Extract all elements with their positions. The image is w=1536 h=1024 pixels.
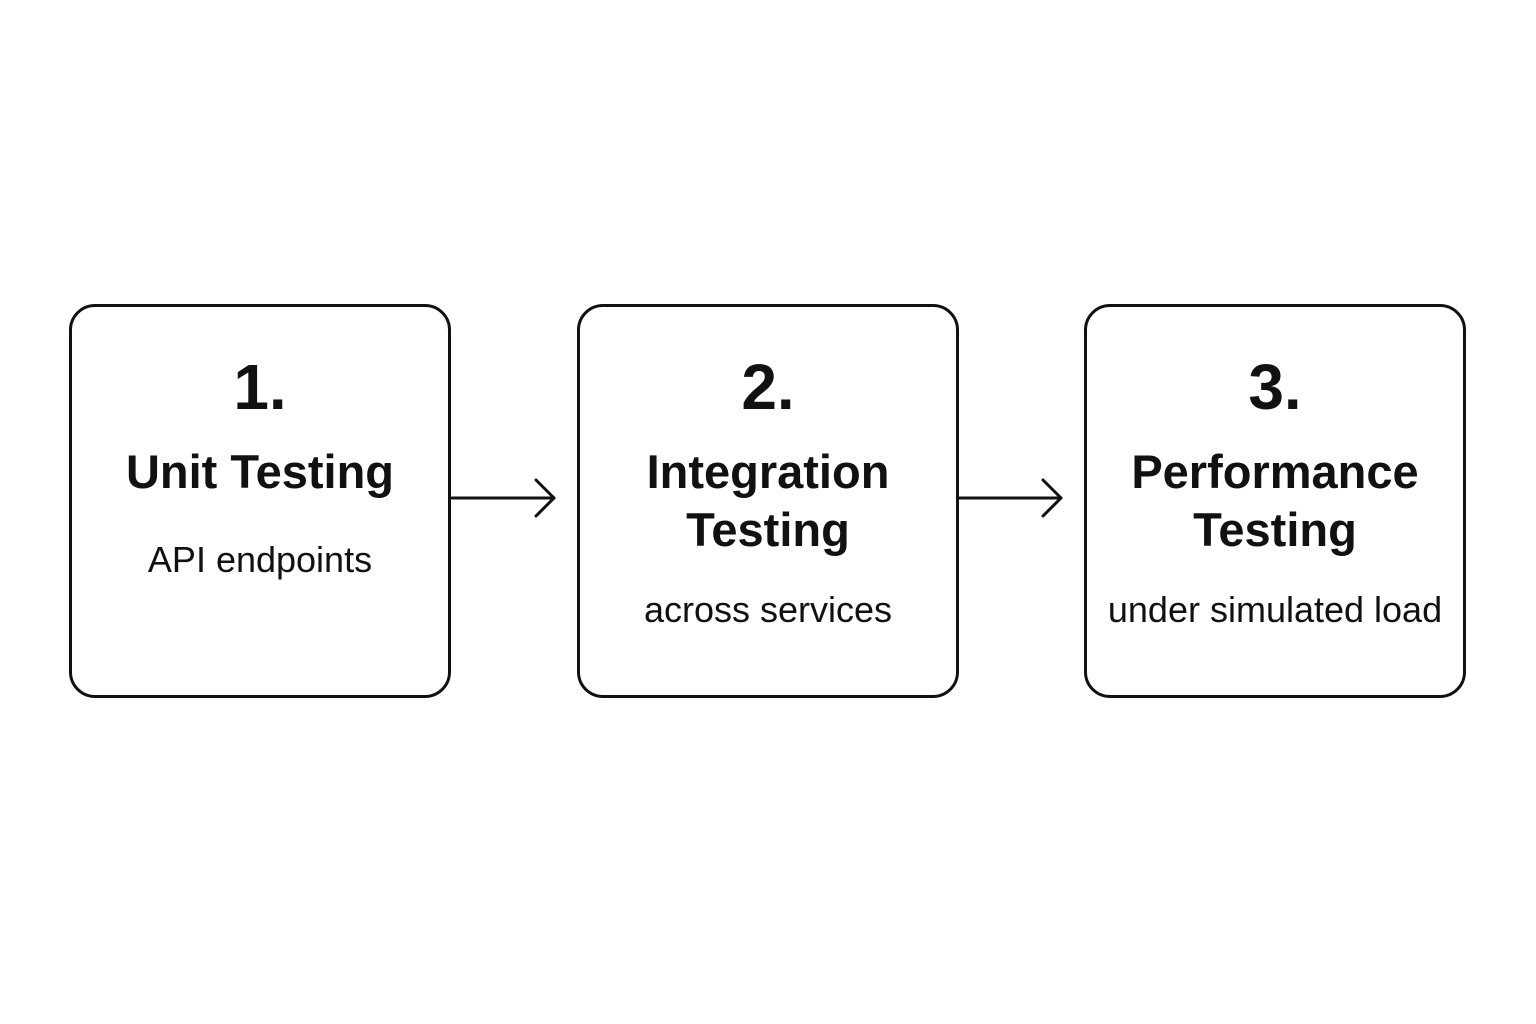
step-number: 2. <box>741 351 795 423</box>
arrow-right-icon <box>957 478 1063 518</box>
step-title: Unit Testing <box>125 445 395 498</box>
arrow-right-icon <box>450 478 556 518</box>
step-description: under simulated load <box>1107 589 1443 630</box>
step-description: API endpoints <box>147 539 373 580</box>
step-description: across services <box>643 589 893 630</box>
step-box-integration-testing: 2. Integration Testing across services <box>577 304 959 698</box>
step-box-performance-testing: 3. Performance Testing under simulated l… <box>1084 304 1466 698</box>
step-title: Performance Testing <box>1131 445 1419 556</box>
step-box-unit-testing: 1. Unit Testing API endpoints <box>69 304 451 698</box>
step-number: 1. <box>233 351 287 423</box>
step-number: 3. <box>1248 351 1302 423</box>
step-title: Integration Testing <box>646 445 890 556</box>
